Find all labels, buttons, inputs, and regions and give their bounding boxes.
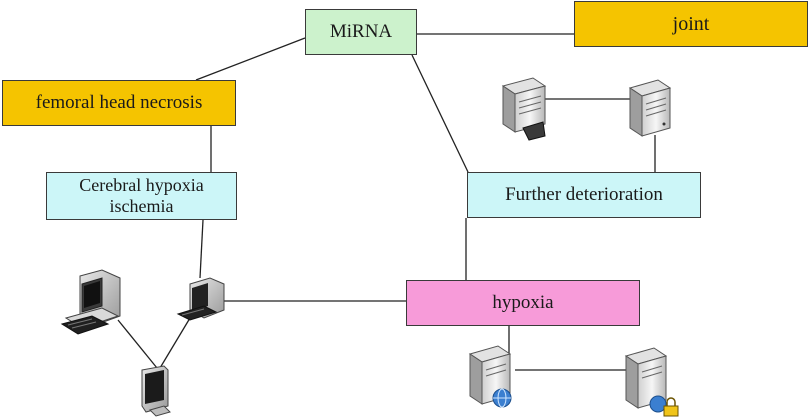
- node-label-line1: Cerebral hypoxia: [79, 175, 204, 196]
- node-label: femoral head necrosis: [35, 92, 203, 114]
- web-server-icon: [468, 345, 512, 408]
- node-cerebral-hypoxia-ischemia: Cerebral hypoxia ischemia: [46, 172, 237, 220]
- node-label: Cerebral hypoxia ischemia: [79, 175, 203, 216]
- connector-lines: [117, 33, 656, 371]
- edge-workstation-monitor: [117, 319, 158, 369]
- node-label: hypoxia: [492, 292, 554, 314]
- edge-cereb-pc: [199, 219, 204, 279]
- workstation-icon: [60, 269, 121, 335]
- node-femoral-head-necrosis: femoral head necrosis: [2, 80, 236, 126]
- node-label: MiRNA: [329, 21, 393, 43]
- edge-mirna-further: [411, 54, 469, 173]
- node-hypoxia: hypoxia: [406, 280, 640, 326]
- edge-mirna-femoral: [195, 37, 306, 81]
- web-server-lock-icon: [624, 347, 679, 417]
- node-label-line2: ischemia: [109, 196, 174, 216]
- server-icon: [501, 77, 547, 141]
- node-label: Further deterioration: [505, 184, 663, 206]
- node-further-deterioration: Further deterioration: [467, 172, 701, 218]
- edge-pc-monitor: [159, 317, 191, 369]
- node-label: joint: [672, 12, 710, 35]
- monitor-icon: [141, 365, 171, 417]
- server-icon: [628, 79, 672, 137]
- desktop-computer-icon: [176, 277, 225, 321]
- node-mirna: MiRNA: [305, 9, 417, 55]
- node-joint: joint: [574, 1, 808, 47]
